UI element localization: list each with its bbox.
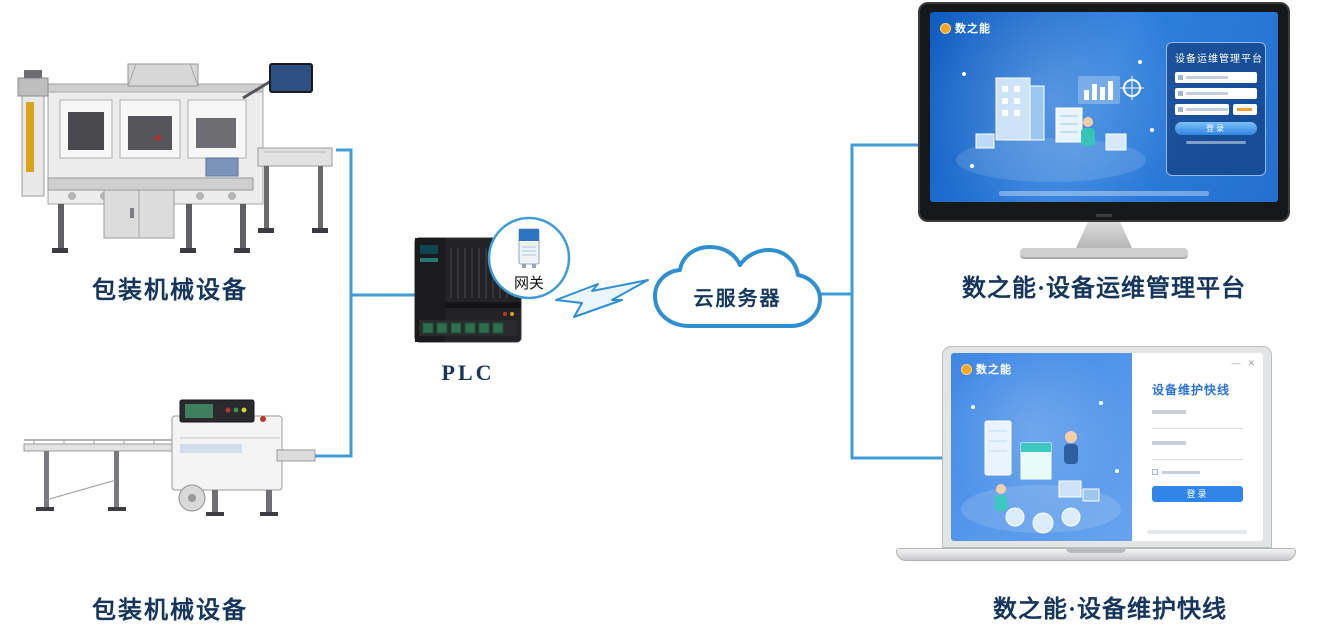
laptop-login-title: 设备维护快线 [1151, 383, 1230, 397]
monitor-screen: 数之能 [930, 12, 1278, 202]
laptop: 数之能 [942, 346, 1272, 548]
brand-logo-text: 数之能 [955, 23, 991, 35]
packaging-machine-photo-top [8, 38, 340, 256]
laptop-screen-hero: 数之能 [951, 353, 1132, 541]
captcha-image [1233, 104, 1257, 115]
checkbox-icon [1151, 469, 1158, 475]
laptop-brand-logo: 数之能 [961, 361, 1012, 377]
laptop-screen-illustration [951, 377, 1133, 541]
gateway-label: 网关 [513, 276, 544, 292]
laptop-login-panel: — ✕ 设备维护快线 登录 [1131, 353, 1263, 541]
minimize-icon: — [1231, 358, 1241, 368]
laptop-footer-text-bar [1147, 530, 1248, 534]
gateway-device-icon [511, 226, 547, 270]
packaging-machine-photo-bottom [22, 388, 318, 520]
laptop-base-notch [1066, 548, 1126, 553]
brand-logo: 数之能 [940, 20, 991, 36]
lightning-link-icon [552, 272, 657, 322]
username-label-bar [1151, 410, 1186, 414]
laptop-brand-logo-icon [961, 363, 972, 375]
login-links-bar [1186, 141, 1246, 144]
remember-me-row [1151, 469, 1243, 475]
monitor-stand-base [1020, 248, 1188, 259]
screen-illustration [936, 38, 1166, 188]
password-label-bar [1151, 441, 1186, 445]
laptop-login-button: 登录 [1151, 486, 1243, 502]
remember-me-text-bar [1161, 470, 1200, 474]
laptop-screen: 数之能 [951, 353, 1263, 541]
plc-label: PLC [441, 360, 495, 385]
captcha-field [1175, 104, 1229, 115]
monitor-power-led [1096, 214, 1112, 217]
caption-bottom-machine: 包装机械设备 [92, 598, 248, 624]
cloud-server-label: 云服务器 [693, 288, 782, 310]
username-field [1175, 72, 1257, 83]
login-panel: 设备运维管理平台 登录 [1166, 42, 1266, 176]
cloud-server-shape [650, 244, 825, 339]
laptop-brand-logo-text: 数之能 [976, 364, 1012, 376]
login-button: 登录 [1175, 122, 1257, 135]
login-title: 设备运维管理平台 [1175, 54, 1263, 65]
close-icon: ✕ [1247, 358, 1255, 368]
laptop-password-field [1151, 450, 1243, 460]
caption-monitor: 数之能·设备运维管理平台 [961, 276, 1246, 302]
laptop-username-field [1151, 419, 1243, 429]
password-field [1175, 88, 1257, 99]
caption-laptop: 数之能·设备维护快线 [992, 597, 1227, 623]
brand-logo-icon [940, 22, 951, 34]
caption-top-machine: 包装机械设备 [92, 278, 248, 304]
screen-footer-text-bar [999, 191, 1209, 196]
